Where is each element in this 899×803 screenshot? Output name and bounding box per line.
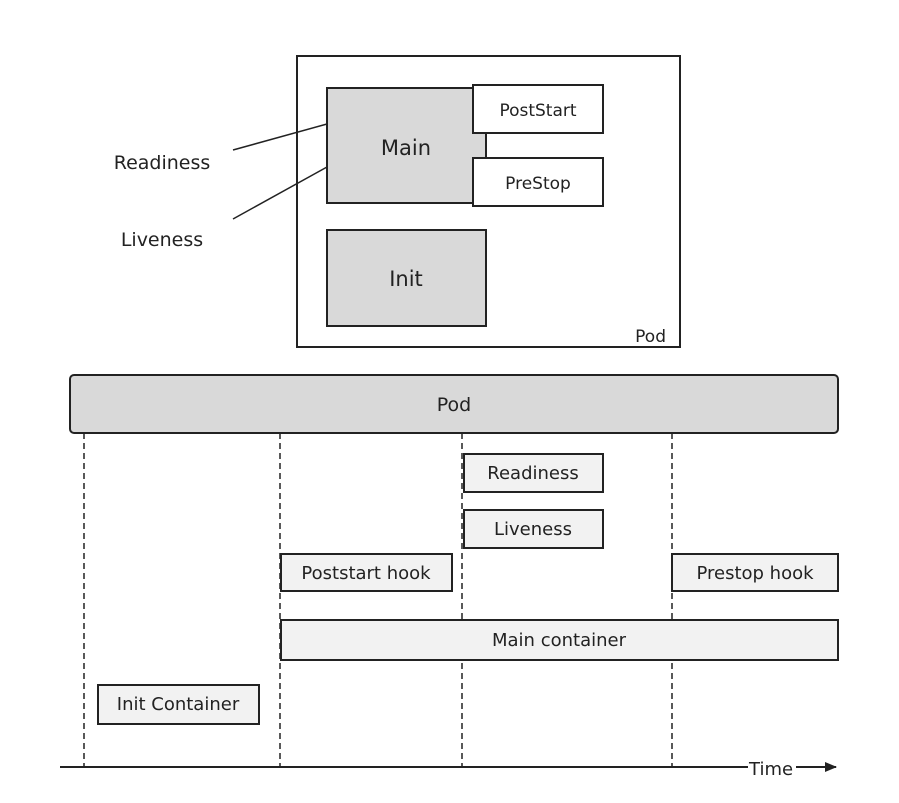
liveness-probe-label: Liveness	[121, 229, 203, 251]
poststart-hook-bar	[280, 553, 453, 592]
poststart-label: PostStart	[499, 101, 576, 121]
main-container-label: Main	[381, 136, 431, 160]
poststart-hook-bar-label: Poststart hook	[301, 563, 431, 584]
prestop-hook-bar-label: Prestop hook	[696, 563, 814, 584]
init-container-box	[326, 229, 487, 327]
liveness-probe-bar-label: Liveness	[494, 519, 572, 540]
pod-timeline-bar	[69, 374, 839, 434]
init-container-bar-label: Init Container	[117, 694, 240, 715]
poststart-box	[472, 84, 604, 134]
pod-timeline-diagram: Pod Readiness Liveness Poststart hook Pr…	[60, 374, 839, 780]
prestop-box	[472, 157, 604, 207]
readiness-probe-bar	[463, 453, 604, 493]
readiness-connector	[232, 123, 328, 151]
prestop-label: PreStop	[505, 174, 571, 194]
time-axis-label: Time	[748, 759, 793, 780]
pod-structure-diagram: Pod Main PostStart PreStop Init Readines…	[114, 55, 681, 348]
init-container-label: Init	[389, 267, 423, 291]
liveness-probe-bar	[463, 509, 604, 549]
pod-structure-label: Pod	[635, 327, 666, 347]
main-container-bar-label: Main container	[492, 630, 627, 651]
init-container-bar	[97, 684, 260, 725]
pod-timeline-label: Pod	[437, 394, 471, 416]
readiness-probe-bar-label: Readiness	[487, 463, 578, 484]
readiness-probe-label: Readiness	[114, 152, 211, 174]
main-container-bar	[280, 619, 839, 661]
liveness-connector	[232, 166, 328, 220]
prestop-hook-bar	[671, 553, 839, 592]
main-container-box	[326, 87, 487, 204]
